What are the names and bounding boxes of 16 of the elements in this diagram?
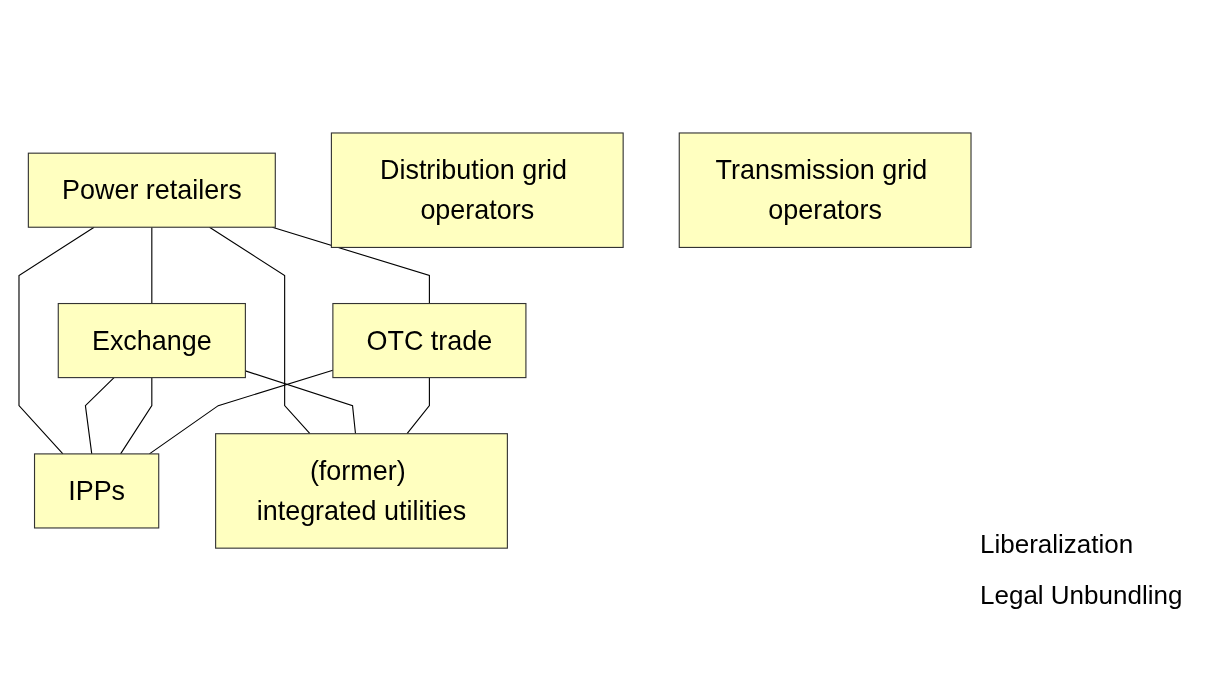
connector (271, 226, 430, 304)
connector (84, 376, 115, 455)
connector (120, 376, 153, 455)
connector (151, 226, 153, 304)
node-box: Power retailers (27, 152, 276, 228)
note-text: Legal Unbundling (980, 580, 1184, 611)
node-box: (former) integrated utilities (215, 433, 508, 549)
node-box: Exchange (57, 302, 246, 379)
connector (18, 226, 95, 455)
node-box: IPPs (33, 453, 160, 529)
connector (406, 376, 430, 435)
note-text: Liberalization (980, 529, 1135, 560)
node-box: Transmission grid operators (678, 132, 972, 248)
node-box: OTC trade (332, 302, 527, 379)
node-box: Distribution grid operators (330, 132, 624, 248)
connector (208, 226, 311, 435)
